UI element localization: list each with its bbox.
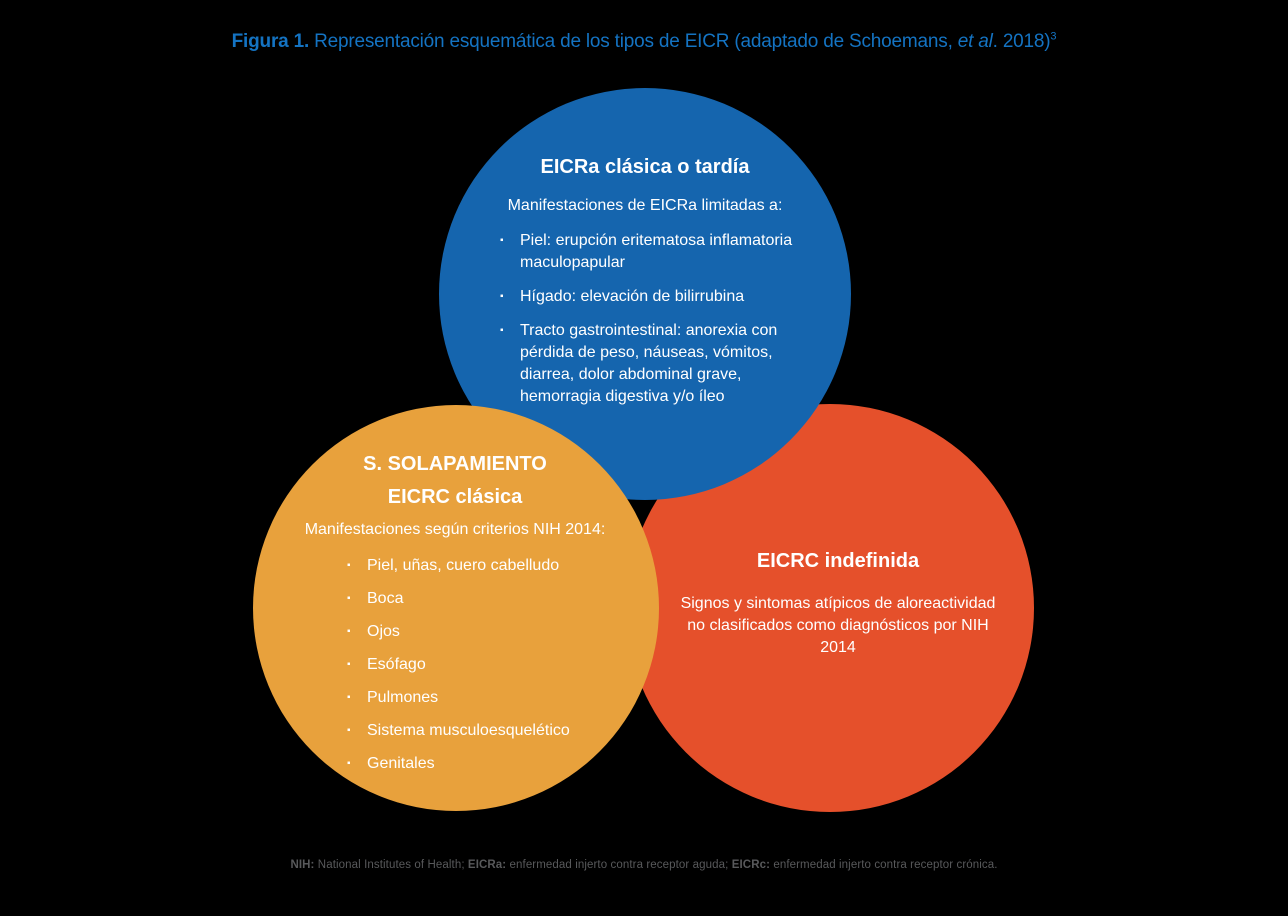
footnote: NIH: National Institutes of Health; EICR… (0, 858, 1288, 873)
bullet-item: Tracto gastrointestinal: anorexia con pé… (498, 320, 818, 408)
undefined-circle-title: EICRC indefinida (756, 550, 920, 572)
bullet-item: Boca (345, 588, 625, 610)
acute-circle-content: EICRa clásica o tardía Manifestaciones d… (462, 155, 828, 420)
footnote-abbr-eicrc: EICRc: (731, 859, 771, 871)
overlap-circle-title-line2: EICRC clásica (387, 486, 523, 508)
overlap-circle-subtitle: Manifestaciones según criterios NIH 2014… (304, 521, 606, 538)
footnote-text-nih: National Institutes of Health; (314, 859, 468, 871)
footnote-abbr-eicra: EICRa: (467, 859, 507, 871)
figure-title-etal: et al (957, 31, 993, 52)
footnote-text-eicrc: enfermedad injerto contra receptor cróni… (770, 859, 998, 871)
undefined-circle-content: EICRC indefinida Signos y sintomas atípi… (678, 549, 998, 659)
acute-circle-title: EICRa clásica o tardía (540, 156, 750, 178)
bullet-item: Pulmones (345, 687, 625, 709)
bullet-item: Piel: erupción eritematosa inflamatoria … (498, 230, 818, 274)
undefined-circle-body: Signos y sintomas atípicos de aloreactiv… (680, 595, 996, 656)
footnote-text-eicra: enfermedad injerto contra receptor aguda… (506, 859, 732, 871)
acute-circle-subtitle: Manifestaciones de EICRa limitadas a: (507, 197, 783, 214)
bullet-item: Sistema musculoesquelético (345, 720, 625, 742)
figure-title-reference-superscript: 3 (1050, 30, 1057, 43)
bullet-item: Ojos (345, 621, 625, 643)
footnote-abbr-nih: NIH: (290, 859, 315, 871)
overlap-circle-title-line1: S. SOLAPAMIENTO (363, 453, 547, 475)
figure-title-label: Figura 1. (231, 31, 310, 52)
bullet-item: Genitales (345, 753, 625, 775)
figure-title-text-after: . 2018) (992, 31, 1051, 52)
figure-title: Figura 1. Representación esquemática de … (0, 30, 1288, 53)
figure-title-text: Representación esquemática de los tipos … (309, 31, 958, 52)
bullet-item: Piel, uñas, cuero cabelludo (345, 555, 625, 577)
overlap-circle-content: S. SOLAPAMIENTO EICRC clásica Manifestac… (275, 452, 635, 786)
acute-bullet-list: Piel: erupción eritematosa inflamatoria … (498, 230, 818, 408)
bullet-item: Esófago (345, 654, 625, 676)
overlap-bullet-list: Piel, uñas, cuero cabelludo Boca Ojos Es… (345, 555, 625, 775)
bullet-item: Hígado: elevación de bilirrubina (498, 286, 818, 308)
